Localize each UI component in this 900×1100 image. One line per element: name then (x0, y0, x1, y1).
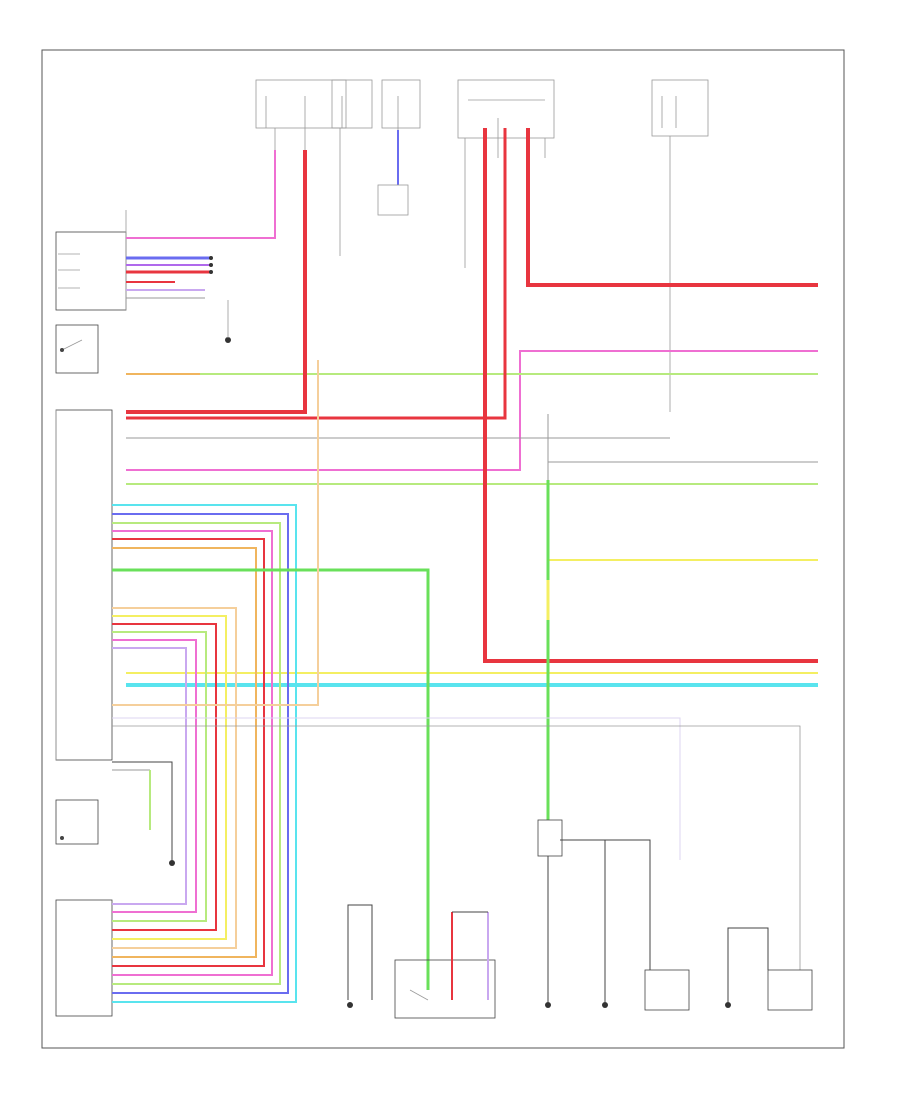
headlamp-relay (537, 819, 563, 1008)
wire-gray-right (112, 414, 801, 970)
wire-red-top (526, 128, 818, 287)
wire-ground-left (112, 761, 173, 860)
wire-orange-vertical (112, 360, 319, 706)
door-switch-rr (767, 969, 813, 1011)
ground-symbols (169, 300, 231, 866)
diagram-frame (41, 49, 845, 1049)
wire-blue-fuse (377, 130, 409, 216)
combo-switch-lower (55, 899, 113, 1017)
bcm-stubs (126, 256, 213, 299)
top-fuse-boxes (255, 79, 709, 139)
combination-switch (55, 409, 113, 761)
door-switch-lr (725, 927, 769, 1008)
wire-bundle (112, 504, 297, 1003)
wire-pink-upper (126, 350, 818, 471)
door-switch-rf (605, 839, 690, 1011)
wire-gray-upper (126, 437, 818, 463)
gnd-switch (55, 799, 99, 845)
wire-red-lower (483, 128, 818, 663)
wire-green-long (112, 568, 430, 990)
wire-red-fuse-loop (126, 128, 507, 420)
wire-pink-bcm (126, 150, 276, 239)
combination-meter (55, 324, 99, 374)
fuse-stubs (274, 118, 671, 412)
back-door-switch (347, 904, 373, 1008)
door-switch-center (394, 911, 496, 1019)
bcm-block (55, 210, 127, 311)
door-switch-lf (560, 839, 608, 1008)
